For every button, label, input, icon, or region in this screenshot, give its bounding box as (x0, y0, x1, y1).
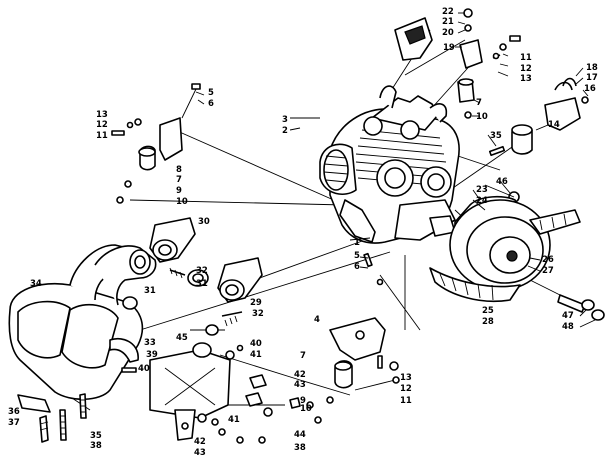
callout-23: 23 (476, 185, 488, 195)
callout-40-left: 40 (138, 364, 150, 374)
callout-16: 16 (584, 84, 596, 94)
callout-33: 33 (144, 338, 156, 348)
callout-27: 27 (542, 266, 554, 276)
callout-29: 29 (250, 298, 262, 308)
exhaust-flanges (149, 217, 263, 327)
callout-10-upper-right: 10 (476, 112, 488, 122)
callout-17: 17 (586, 73, 598, 83)
callout-13-upper-left: 13 (96, 110, 108, 120)
callout-1: 1 (354, 238, 360, 248)
callout-19: 19 (443, 43, 455, 53)
engine-assembly (319, 85, 460, 244)
callout-7-lower: 7 (300, 351, 306, 361)
callout-35-lower: 35 (90, 431, 102, 441)
callout-7-upper-right: 7 (476, 98, 482, 108)
callout-35-upper: 35 (490, 131, 502, 141)
callout-10-upper-left: 10 (176, 197, 188, 207)
callout-2: 2 (282, 126, 288, 136)
callout-42-right: 42 (294, 370, 306, 380)
callout-11-upper-left: 11 (96, 131, 108, 141)
callout-28: 28 (482, 317, 494, 327)
upper-left-mount (111, 83, 201, 204)
callout-12-lower: 12 (400, 384, 412, 394)
callout-13-upper-right: 13 (520, 74, 532, 84)
callout-24: 24 (476, 196, 488, 206)
callout-30: 30 (198, 217, 210, 227)
callout-32-center: 32 (196, 266, 208, 276)
lower-bracket-assembly (121, 324, 314, 444)
lower-center-mount (314, 252, 400, 424)
callout-38-right: 38 (294, 443, 306, 453)
callout-38-left: 38 (90, 441, 102, 451)
callout-labels: 1 2 3 4 5 6 5 6 8 7 9 10 13 12 11 7 10 1… (8, 7, 598, 458)
callout-13-lower: 13 (400, 373, 412, 383)
callout-20: 20 (442, 28, 454, 38)
callout-5-lower: 5 (354, 251, 360, 261)
callout-41-right: 41 (250, 350, 262, 360)
upper-bracket (394, 8, 521, 119)
callout-4: 4 (314, 315, 320, 325)
drive-clutch (429, 195, 605, 321)
callout-36: 36 (8, 407, 20, 417)
callout-3: 3 (282, 115, 288, 125)
callout-7-upper-left: 7 (176, 175, 182, 185)
callout-9-lower: 9 (300, 396, 306, 406)
callout-6-lower: 6 (354, 262, 360, 272)
callout-25: 25 (482, 306, 494, 316)
callout-8: 8 (176, 165, 182, 175)
callout-40-right: 40 (250, 339, 262, 349)
callout-34: 34 (30, 279, 42, 289)
callout-46: 46 (496, 177, 508, 187)
callout-12-upper-right: 12 (520, 64, 532, 74)
callout-22: 22 (442, 7, 454, 17)
callout-44: 44 (294, 430, 306, 440)
callout-45: 45 (176, 333, 188, 343)
callout-11-upper-right: 11 (520, 53, 532, 63)
callout-41-lower: 41 (228, 415, 240, 425)
callout-18: 18 (586, 63, 598, 73)
callout-21: 21 (442, 17, 454, 27)
callout-32-right: 32 (252, 309, 264, 319)
callout-37: 37 (8, 418, 20, 428)
callout-6-upper: 6 (208, 99, 214, 109)
callout-43-right: 43 (294, 380, 306, 390)
callout-11-lower: 11 (400, 396, 412, 406)
callout-43-lower: 43 (194, 448, 206, 458)
callout-48: 48 (562, 322, 574, 332)
exhaust-muffler (8, 244, 157, 443)
right-mount (484, 77, 589, 203)
leader-lines (195, 12, 596, 328)
callout-47: 47 (562, 311, 574, 321)
callout-39: 39 (146, 350, 158, 360)
callout-31-left: 31 (144, 286, 156, 296)
callout-12-upper-left: 12 (96, 120, 108, 130)
callout-5-upper: 5 (208, 88, 214, 98)
callout-42-lower: 42 (194, 437, 206, 447)
callout-9-upper: 9 (176, 186, 182, 196)
callout-26: 26 (542, 255, 554, 265)
callout-31-center: 31 (196, 279, 208, 289)
callout-10-lower: 10 (300, 404, 312, 414)
callout-14: 14 (548, 120, 560, 130)
